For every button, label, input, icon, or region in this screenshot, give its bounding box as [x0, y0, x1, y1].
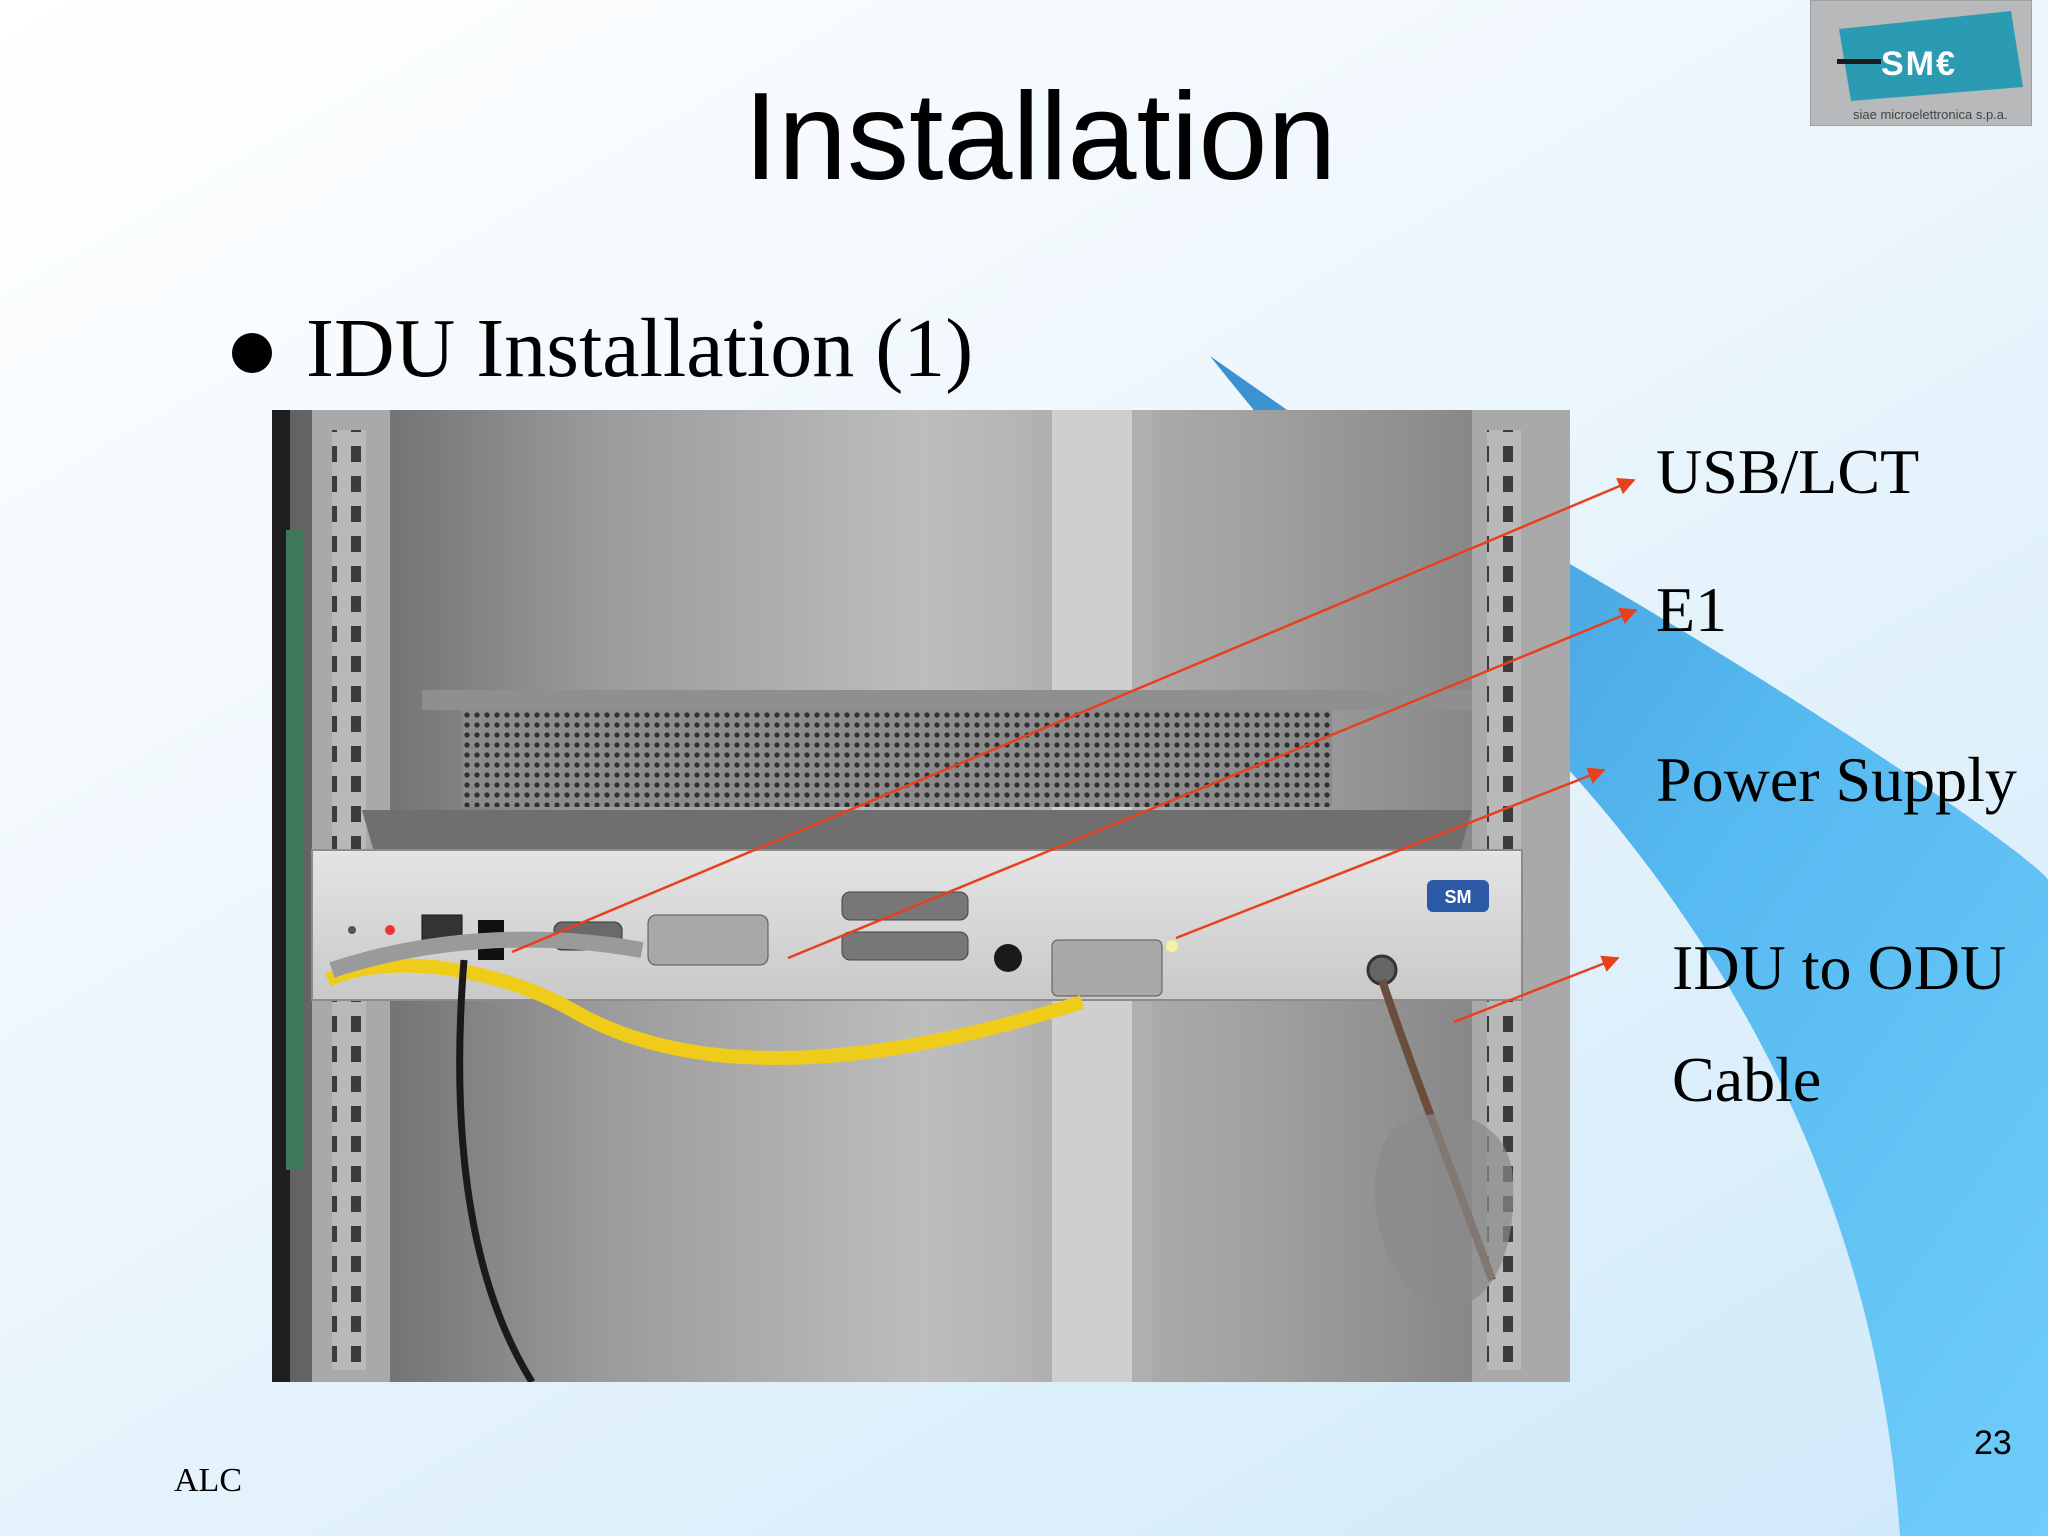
footer-label: ALC: [174, 1462, 242, 1499]
label-power-supply: Power Supply: [1656, 744, 2017, 815]
logo-caption: siae microelettronica s.p.a.: [1853, 107, 2008, 122]
label-cable: Cable: [1672, 1044, 1822, 1115]
page-number: 23: [1974, 1424, 2012, 1462]
logo-text: SM€: [1881, 45, 1957, 83]
bullet-text: IDU Installation (1): [306, 302, 974, 395]
label-usb-lct: USB/LCT: [1656, 436, 1920, 507]
panel-brand-text: SM: [1445, 887, 1472, 907]
idu-installation-photo: SM: [272, 410, 1570, 1382]
label-idu-to-odu: IDU to ODU: [1672, 932, 2007, 1003]
company-logo: SM€ siae microelettronica s.p.a.: [1810, 0, 2032, 126]
bullet-item: IDU Installation (1): [232, 300, 973, 397]
slide-title: Installation: [743, 68, 1337, 206]
bullet-dot-icon: [232, 332, 272, 373]
logo-mark-icon: [1837, 11, 2023, 101]
label-e1: E1: [1656, 574, 1728, 645]
